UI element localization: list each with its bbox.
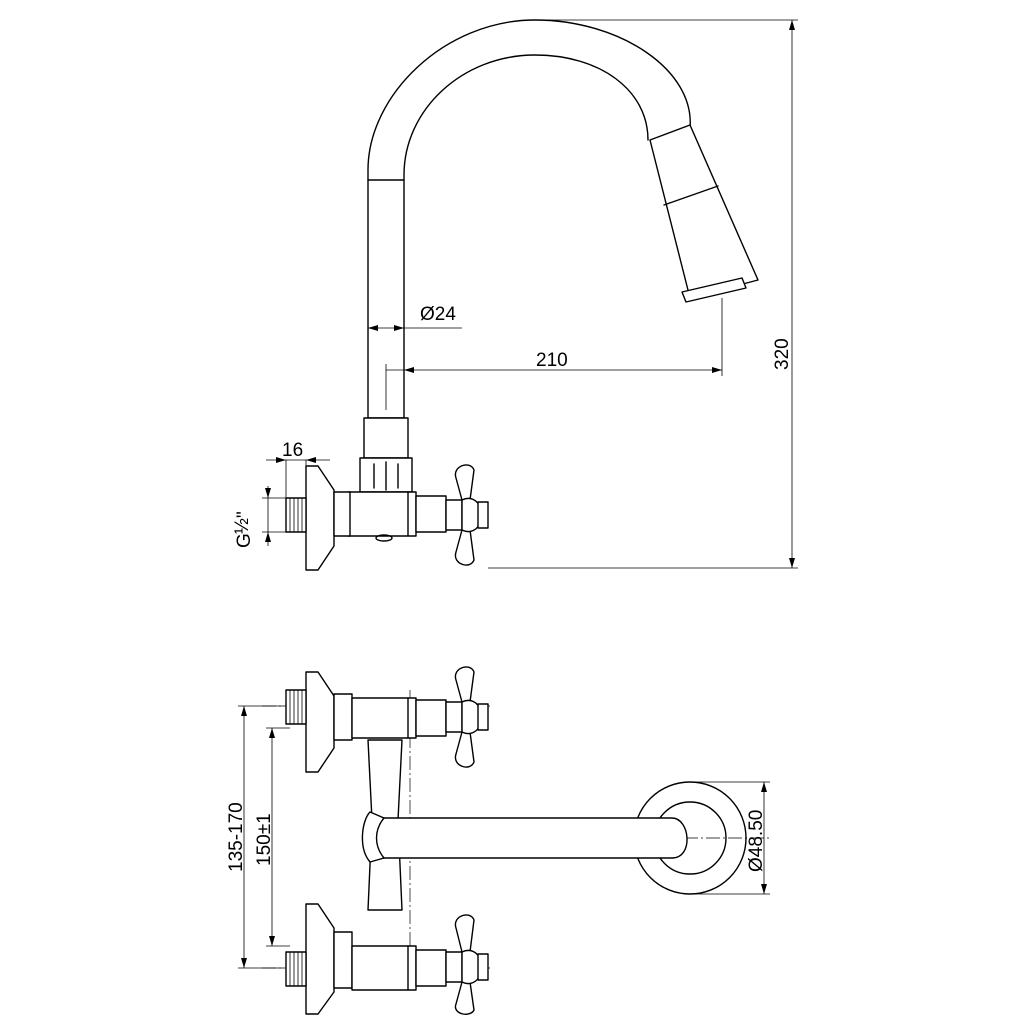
cross-handle-side (445, 464, 489, 566)
dim-height: 320 (772, 338, 793, 370)
dim-thread-fraction: ½ (232, 518, 253, 534)
valve-bottom-port (375, 534, 393, 542)
cross-handle-top (445, 666, 489, 768)
front-view (262, 666, 770, 1015)
dim-flange-diameter: Ø48.50 (746, 810, 767, 872)
spray-head (649, 124, 759, 299)
bottom-valve (285, 903, 447, 1015)
side-dimensions: Ø24 210 320 16 G ½ " (232, 19, 798, 569)
valve-body (347, 491, 417, 537)
dim-spout-diameter: Ø24 (420, 304, 456, 325)
flange-nut (333, 491, 351, 537)
horizontal-spout (367, 817, 688, 859)
valve-bonnet (415, 495, 447, 533)
spray-nozzle (681, 277, 747, 303)
dim-reach: 210 (536, 350, 568, 371)
dim-thread-suffix: " (234, 511, 255, 518)
wall-flange (305, 465, 335, 571)
spray-head-band (663, 185, 719, 206)
front-dimensions: 135-170 150±1 Ø48.50 (226, 705, 770, 969)
spout-swivel (361, 811, 385, 863)
dim-center-nominal: 150±1 (254, 813, 275, 866)
dim-inlet-depth: 16 (282, 440, 303, 461)
top-valve (285, 671, 447, 773)
cross-handle-bottom (445, 914, 489, 1015)
gooseneck-spout (367, 19, 691, 419)
dim-center-range: 135-170 (226, 802, 247, 872)
spout-collar (363, 417, 409, 459)
dim-thread-prefix: G (234, 533, 255, 548)
inlet-thread (285, 497, 307, 533)
side-view (285, 19, 759, 571)
gooseneck-spout-inner (403, 54, 649, 419)
